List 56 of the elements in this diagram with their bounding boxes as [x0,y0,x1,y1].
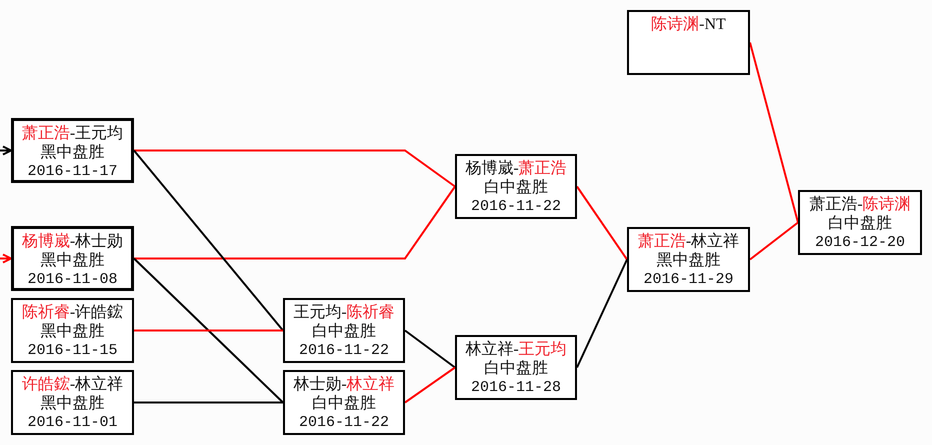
player-names: 陈祈睿-许皓鋐 [22,303,124,322]
player-names: 陈诗渊-NT [651,15,726,34]
bracket-line [134,402,283,404]
bracket-line [749,42,799,223]
match-date: 2016-11-22 [470,197,561,216]
player-names: 萧正浩-林立祥 [638,232,740,251]
player-names: 林士勋-林立祥 [293,375,395,394]
match-box [283,370,405,435]
result-text: 黑中盘胜 [40,251,104,270]
match-box [627,227,750,292]
bracket-line [134,150,456,188]
match-box [798,190,922,255]
result-text: 黑中盘胜 [656,251,720,270]
match-date: 2016-12-20 [814,233,905,252]
match-box [11,298,134,363]
arrow [0,146,12,156]
result-text: 黑中盘胜 [40,394,104,413]
bracket-line [576,259,628,368]
arrow [0,254,12,264]
result-text: 白中盘胜 [312,394,376,413]
bracket-line [134,330,283,332]
result-text: 白中盘胜 [312,322,376,341]
player-names: 萧正浩-王元均 [22,124,124,143]
match-box [283,298,405,363]
match-date: 2016-11-22 [298,413,389,432]
player-names: 王元均-陈祈睿 [293,303,395,322]
bracket-line [133,258,284,404]
bracket-line [749,222,799,260]
match-date: 2016-11-28 [470,378,561,397]
player-names: 杨博崴-林士勋 [22,232,124,251]
match-box [11,118,134,183]
bracket-line [404,366,456,404]
match-box [627,10,750,75]
match-box [455,154,577,219]
match-date: 2016-11-01 [27,413,118,432]
result-text: 黑中盘胜 [40,143,104,162]
match-box [11,370,134,435]
result-text: 白中盘胜 [828,214,892,233]
result-text: 白中盘胜 [484,359,548,378]
player-names: 林立祥-王元均 [465,340,567,359]
bracket-line [134,186,456,260]
match-date: 2016-11-08 [27,270,118,289]
match-date: 2016-11-22 [298,341,389,360]
player-names: 杨博崴-萧正浩 [465,159,567,178]
match-date: 2016-11-29 [643,270,734,289]
result-text: 白中盘胜 [484,178,548,197]
result-text: 黑中盘胜 [40,322,104,341]
bracket-line [404,330,456,368]
bracket-line [576,186,628,260]
bracket-line [133,150,284,332]
match-date: 2016-11-17 [27,162,118,181]
match-box [455,335,577,400]
match-box [11,226,134,291]
player-names: 许皓鋐-林立祥 [22,375,124,394]
match-date: 2016-11-15 [27,341,118,360]
player-names: 萧正浩-陈诗渊 [809,195,911,214]
